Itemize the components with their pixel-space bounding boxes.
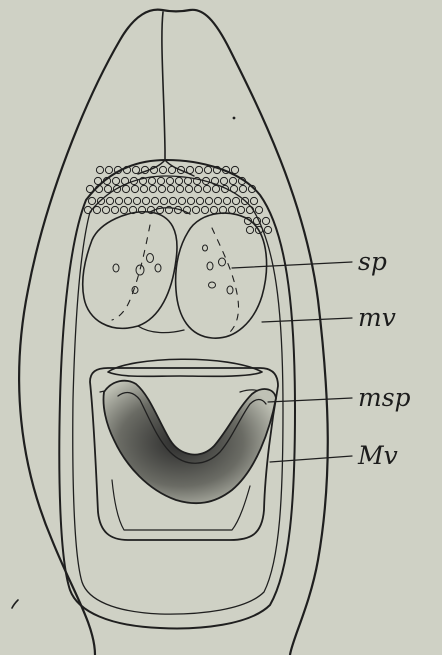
band-cell <box>111 206 118 213</box>
band-cell <box>84 206 91 213</box>
band-cell <box>184 177 191 184</box>
band-cell <box>192 206 199 213</box>
band-cell <box>210 206 217 213</box>
band-cell <box>255 206 262 213</box>
band-cell <box>157 177 164 184</box>
band-cell <box>262 217 269 224</box>
band-cell <box>122 185 129 192</box>
band-cell <box>250 197 257 204</box>
band-cell <box>124 197 131 204</box>
band-cell <box>151 197 158 204</box>
band-cell <box>176 185 183 192</box>
right-sac-dash <box>212 228 239 332</box>
band-cell <box>229 177 236 184</box>
band-cell <box>185 185 192 192</box>
band-cell <box>112 177 119 184</box>
band-cell <box>186 166 193 173</box>
band-cell <box>168 166 175 173</box>
band-cell <box>237 206 244 213</box>
band-cell <box>264 226 271 233</box>
left-spore-sac <box>83 212 177 328</box>
band-cell <box>159 166 166 173</box>
band-cell <box>212 185 219 192</box>
cup-shaded-body <box>103 381 276 503</box>
band-cell <box>195 166 202 173</box>
band-cell <box>142 197 149 204</box>
band-cell <box>175 177 182 184</box>
spore-granules <box>113 245 233 294</box>
label-msp: msp <box>358 383 411 412</box>
band-cell <box>94 177 101 184</box>
band-cell <box>231 166 238 173</box>
band-cell <box>246 226 253 233</box>
leader-line-msp <box>268 398 352 402</box>
band-cell <box>178 197 185 204</box>
band-cell <box>228 206 235 213</box>
label-sp: sp <box>358 247 387 276</box>
band-cell <box>166 177 173 184</box>
stray-mark <box>12 600 18 608</box>
band-cell <box>196 197 203 204</box>
band-cell <box>115 197 122 204</box>
left-sac-dash <box>112 225 150 320</box>
central-seam <box>162 12 165 160</box>
band-cell <box>86 185 93 192</box>
band-cell <box>140 185 147 192</box>
band-cell <box>160 197 167 204</box>
band-cell <box>232 197 239 204</box>
leader-line-mv <box>262 318 352 322</box>
band-cell <box>106 197 113 204</box>
label-mv: mv <box>358 303 396 332</box>
band-cell <box>131 185 138 192</box>
band-cell <box>203 185 210 192</box>
band-cell <box>220 177 227 184</box>
band-cell <box>194 185 201 192</box>
label-Mv: Mv <box>357 441 398 470</box>
band-cell <box>205 197 212 204</box>
band-cell <box>93 206 100 213</box>
band-cell <box>149 185 156 192</box>
stray-dot <box>233 117 236 120</box>
band-cell <box>148 177 155 184</box>
band-cell <box>133 197 140 204</box>
band-cell <box>230 185 237 192</box>
band-cell <box>187 197 194 204</box>
band-cell <box>132 166 139 173</box>
band-cell <box>158 185 165 192</box>
band-cell <box>204 166 211 173</box>
band-cell <box>102 206 109 213</box>
band-cell <box>239 185 246 192</box>
band-cell <box>88 197 95 204</box>
band-cell <box>105 166 112 173</box>
band-cell <box>121 177 128 184</box>
band-cell <box>223 197 230 204</box>
band-cell <box>120 206 127 213</box>
band-cell <box>169 197 176 204</box>
spore-sac-bridge <box>138 208 190 333</box>
band-cell <box>167 185 174 192</box>
band-cell <box>201 206 208 213</box>
band-cell <box>104 185 111 192</box>
band-cell <box>96 166 103 173</box>
leader-line-sp <box>232 262 352 268</box>
band-cell <box>214 197 221 204</box>
